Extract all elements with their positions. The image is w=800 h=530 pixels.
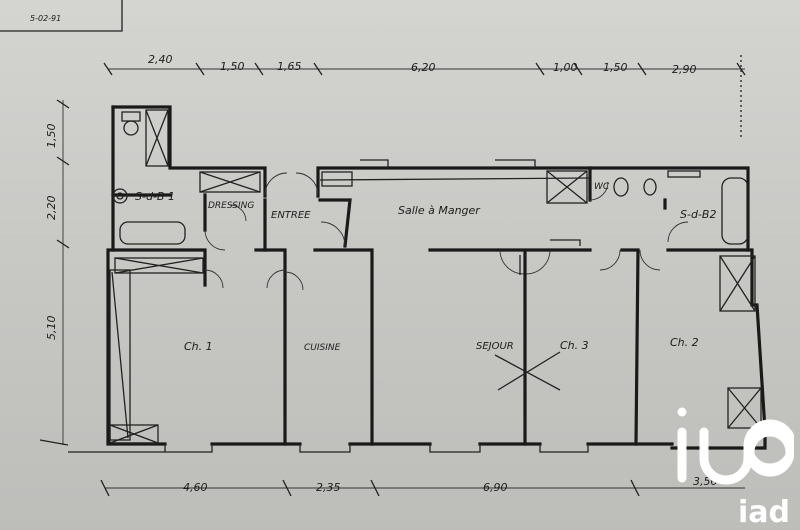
bathroom-fixtures <box>112 111 749 245</box>
label-ch3: Ch. 3 <box>560 339 589 352</box>
door-swings <box>204 172 689 291</box>
dim-top-6: 1,50 <box>603 61 628 74</box>
label-wc: WC <box>594 182 610 192</box>
label-entree: ENTREE <box>271 210 311 221</box>
dim-top-7: 2,90 <box>672 63 697 76</box>
label-sdb1: S-d-B 1 <box>135 190 175 203</box>
room-labels: S-d-B 1 DRESSING ENTREE Salle à Manger W… <box>135 182 716 353</box>
dim-bottom-3: 6,90 <box>483 481 508 494</box>
label-cuisine: CUISINE <box>304 343 341 353</box>
closet-fixtures <box>109 109 762 444</box>
sketch-marks <box>494 255 561 391</box>
left-dimension-line: 1,50 2,20 5,10 <box>39 99 70 446</box>
dim-left-3: 5,10 <box>45 316 58 341</box>
iad-logo <box>677 407 794 485</box>
date-stamp: 5-02-91 <box>30 14 61 23</box>
label-sdb2: S-d-B2 <box>680 208 716 221</box>
dim-left-1: 1,50 <box>45 124 58 149</box>
dim-top-5: 1,00 <box>553 61 578 74</box>
dim-top-3: 1,65 <box>277 60 302 73</box>
label-dressing: DRESSING <box>208 201 254 211</box>
label-ch2: Ch. 2 <box>670 336 699 349</box>
dim-top-2: 1,50 <box>220 60 245 73</box>
dim-bottom-2: 2,35 <box>316 481 341 494</box>
label-salle-a-manger: Salle à Manger <box>398 204 481 217</box>
label-sejour: SEJOUR <box>476 341 514 352</box>
dim-left-2: 2,20 <box>45 196 58 221</box>
iad-logo-text: iad <box>737 495 790 530</box>
top-dimension-line: 2,40 1,50 1,65 6,20 1,00 1,50 2,90 <box>103 53 746 140</box>
bottom-dimension-line: 4,60 2,35 6,90 3,50 <box>100 475 745 497</box>
dim-top-1: 2,40 <box>148 53 173 66</box>
label-ch1: Ch. 1 <box>184 340 213 353</box>
dim-bottom-1: 4,60 <box>183 481 208 494</box>
title-block-frame: 5-02-91 <box>0 0 123 32</box>
dim-top-4: 6,20 <box>411 61 436 74</box>
exterior-walls <box>68 105 767 453</box>
interior-walls <box>111 166 750 446</box>
